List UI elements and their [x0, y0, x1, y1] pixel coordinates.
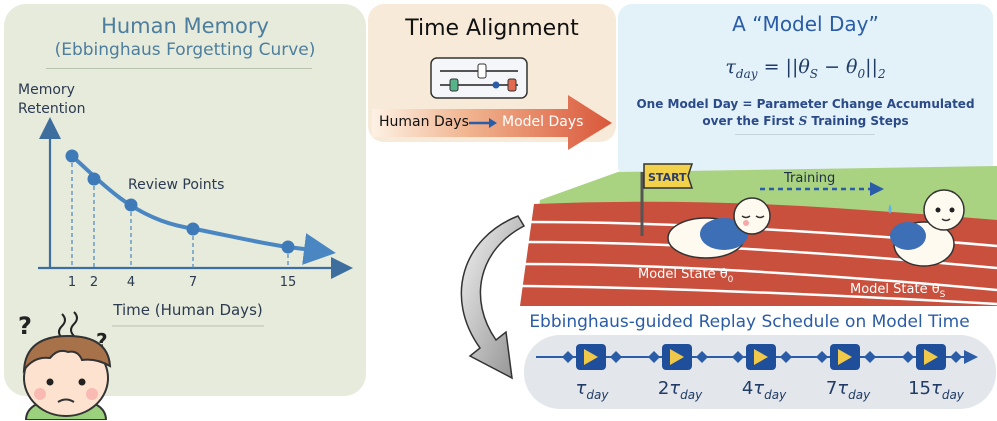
human-to-model-arrow [372, 95, 612, 150]
replay-marker [732, 344, 792, 370]
running-track-scene: START Training Model State θ0 Model Stat… [520, 163, 997, 306]
model-days-label: Model Days [502, 114, 584, 130]
replay-marker [816, 344, 876, 370]
small-arrow-icon [489, 118, 497, 128]
model-day-title: A “Model Day” [732, 12, 879, 36]
x-tick-label: 7 [189, 275, 197, 290]
replay-time-label: τday [576, 378, 610, 402]
replay-time-label: 15τday [908, 378, 965, 402]
x-axis-label: Time (Human Days) [112, 301, 262, 319]
timeline-pill [524, 335, 996, 409]
confused-kid-illustration: ? ? [18, 311, 112, 420]
title-divider [46, 68, 312, 69]
replay-marker [562, 344, 622, 370]
replay-time-label: 2τday [658, 378, 703, 402]
review-point [186, 222, 200, 236]
replay-schedule-timeline: τday 2τday 4τday 7τday 15τday [524, 335, 996, 409]
alpaca-start-illustration [667, 197, 771, 259]
review-points-label: Review Points [128, 177, 224, 193]
time-alignment-title: Time Alignment [405, 16, 579, 41]
x-tick-label: 4 [127, 275, 135, 290]
forgetting-curve [70, 154, 336, 265]
x-tick-label: 1 [68, 275, 76, 290]
replay-time-label: 4τday [742, 378, 787, 402]
human-memory-subtitle: (Ebbinghaus Forgetting Curve) [54, 40, 316, 60]
question-mark-icon: ? [96, 329, 108, 353]
model-state-s-label: Model State θS [850, 282, 946, 300]
x-tick-label: 2 [90, 275, 98, 290]
forgetting-curve-chart: Review Points 1 2 4 7 15 Time (Human Day… [38, 117, 353, 327]
replay-time-label: 7τday [826, 378, 871, 402]
start-flag-label: START [648, 171, 687, 184]
x-tick-label: 15 [280, 275, 297, 290]
curved-flow-arrow [460, 215, 526, 380]
human-memory-title: Human Memory [101, 14, 269, 38]
model-day-formula: τday = ||θS − θ0||2 [725, 56, 886, 81]
description-divider [735, 134, 875, 135]
kid-hair [22, 334, 112, 374]
start-flag [643, 163, 694, 189]
model-day-panel [618, 4, 993, 180]
review-point [124, 198, 138, 212]
human-memory-panel [4, 4, 366, 396]
slider-control-icon [430, 57, 528, 99]
question-mark-icon: ? [18, 312, 32, 340]
y-axis-label-line2: Retention [18, 101, 86, 117]
review-point [65, 149, 79, 163]
review-point [87, 172, 101, 186]
replay-marker [648, 344, 708, 370]
model-day-description-line2: over the First S Training Steps [702, 114, 909, 128]
replay-schedule-title: Ebbinghaus-guided Replay Schedule on Mod… [529, 312, 970, 332]
model-state-0-label: Model State θ0 [638, 267, 734, 285]
replay-marker [902, 344, 962, 370]
review-point [281, 240, 295, 254]
y-axis-label-line1: Memory [18, 82, 75, 98]
alpaca-running-illustration [888, 189, 965, 267]
squiggle-icon [58, 313, 66, 339]
human-days-label: Human Days [379, 114, 469, 130]
model-day-description-line1: One Model Day = Parameter Change Accumul… [636, 97, 975, 111]
training-label: Training [783, 171, 835, 186]
